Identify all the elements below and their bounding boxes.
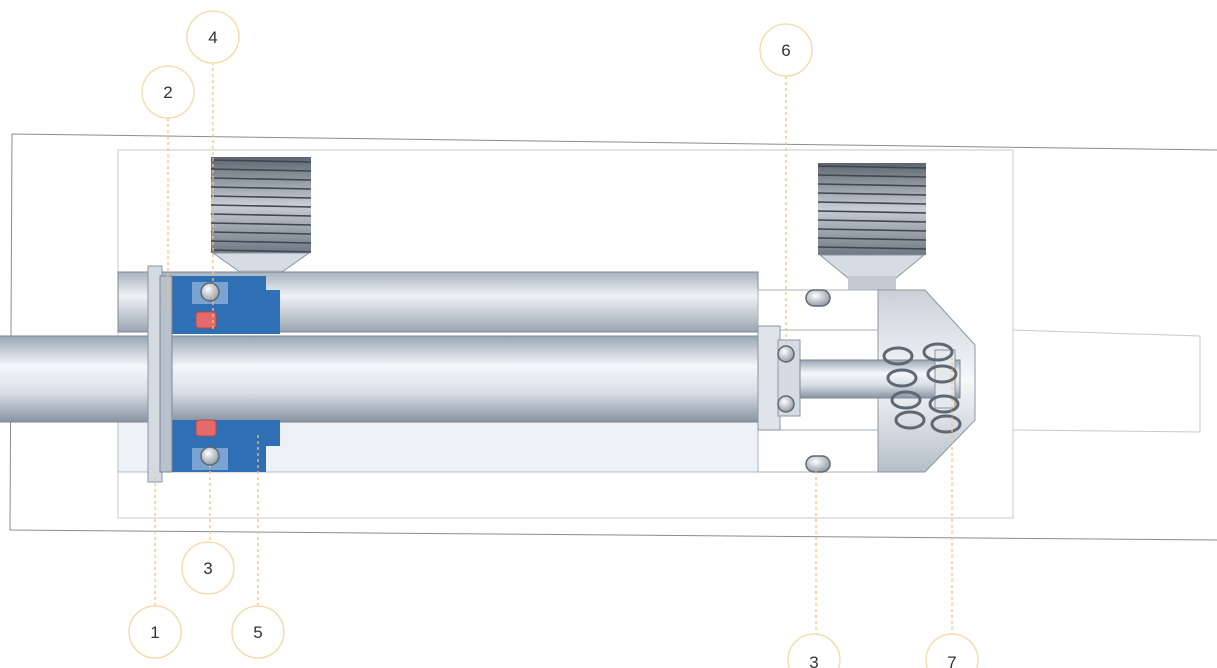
left-threaded-port (210, 157, 312, 282)
thread-ridge (817, 165, 927, 169)
thread-ridge (817, 237, 927, 241)
thread-ridge (210, 168, 312, 172)
thread-ridge (210, 159, 312, 163)
thread-ridge (817, 192, 927, 196)
callout-3-right: 3 (787, 633, 841, 668)
thread-ridge (210, 222, 312, 226)
wiper-ring (147, 265, 173, 483)
callout-2: 2 (141, 65, 195, 119)
thread-ridge (817, 246, 927, 250)
callout-6-label: 6 (781, 41, 790, 60)
seal-housing-bottom (172, 420, 280, 472)
callout-3-left-label: 3 (203, 559, 212, 578)
thread-ridge (210, 195, 312, 199)
callout-7: 7 (925, 633, 979, 668)
piston-rod (0, 325, 781, 431)
right-threaded-port (817, 163, 927, 290)
thread-ridge (210, 240, 312, 244)
thread-ridge (210, 231, 312, 235)
callout-4: 4 (186, 10, 240, 64)
return-spring (882, 342, 962, 434)
callout-3-right-label: 3 (809, 653, 818, 668)
callout-7-label: 7 (947, 653, 956, 668)
thread-ridge (210, 249, 312, 253)
thread-ridge (817, 219, 927, 223)
thread-ridge (210, 186, 312, 190)
thread-ridge (817, 228, 927, 232)
callout-3-left: 3 (181, 541, 235, 595)
thread-ridge (817, 183, 927, 187)
callout-6: 6 (759, 23, 813, 77)
thread-ridge (210, 213, 312, 217)
thread-ridge (817, 174, 927, 178)
callout-5-label: 5 (253, 623, 262, 642)
thread-ridge (817, 201, 927, 205)
thread-ridge (210, 177, 312, 181)
callout-2-label: 2 (163, 83, 172, 102)
callout-4-label: 4 (208, 28, 217, 47)
thread-ridge (210, 204, 312, 208)
callout-5: 5 (231, 605, 285, 659)
seal-housing-top (172, 276, 280, 334)
rod-seal-insert (195, 311, 217, 437)
callout-1-label: 1 (150, 623, 159, 642)
o-ring-seals (200, 282, 831, 473)
callout-1: 1 (128, 605, 182, 659)
outer-frame (9, 133, 1217, 541)
leader-lines (154, 62, 953, 636)
thread-ridge (817, 210, 927, 214)
